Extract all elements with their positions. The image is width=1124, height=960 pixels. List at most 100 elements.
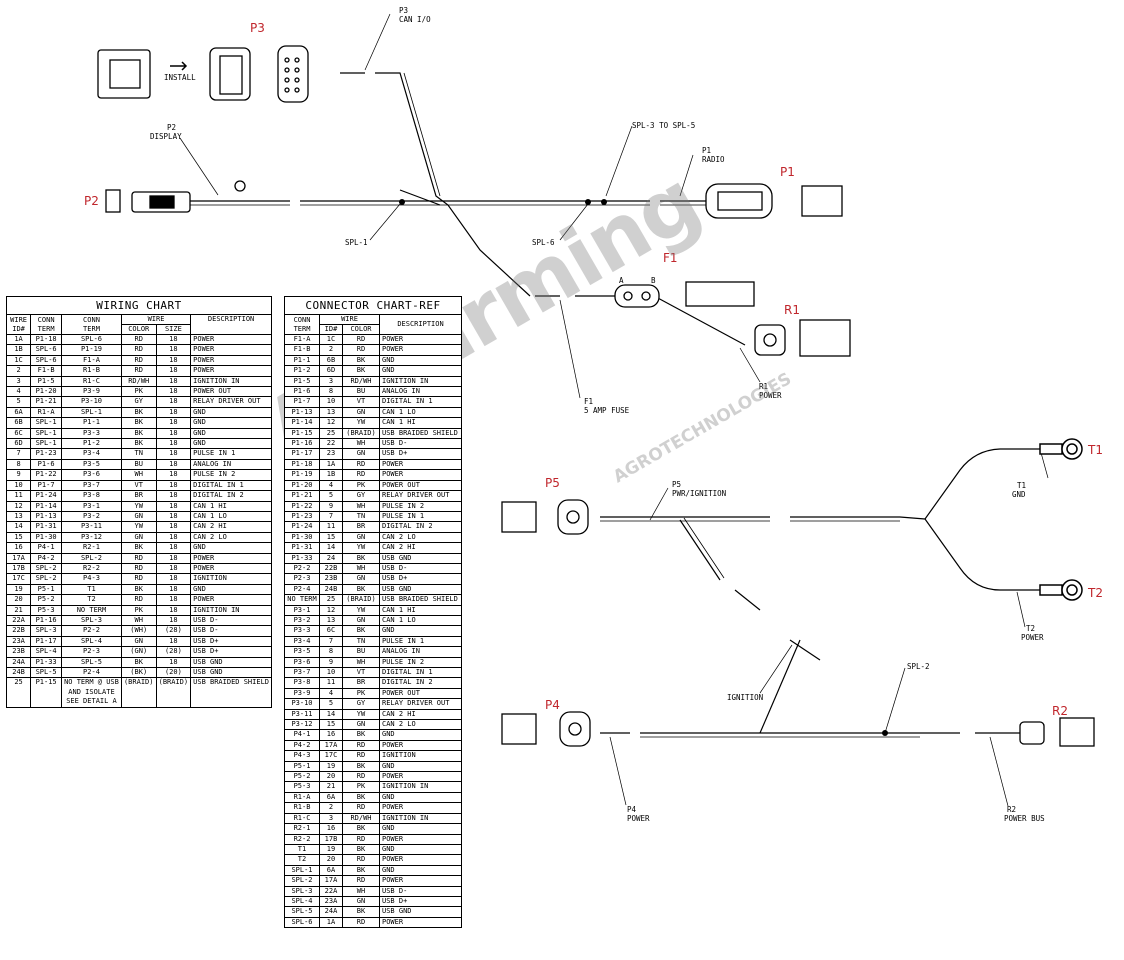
connector-cell-description: USB D- [379, 885, 462, 897]
wiring-cell-size: 18 [155, 333, 192, 346]
connector-cell-conn-term: R1-A [284, 791, 320, 804]
connector-cell-wire-id: 15 [319, 531, 343, 544]
wiring-cell-wire-id: 8 [5, 458, 32, 471]
connector-cell-color: BK [342, 354, 380, 367]
wiring-cell-conn-term-2: P1-2 [61, 438, 122, 450]
p4-callout-2: POWER [627, 814, 650, 823]
p2-callout-1: P2 [167, 123, 176, 132]
wiring-cell-conn-term-2: SPL-2 [61, 552, 122, 564]
wiring-cell-conn-term-2: NO TERM [61, 604, 122, 616]
wiring-cell-size: 18 [155, 344, 192, 356]
connector-cell-description: CAN 1 HI [379, 604, 462, 616]
connector-cell-wire-id: 20 [319, 771, 343, 783]
connector-cell-wire-id: 6D [319, 365, 343, 377]
wiring-cell-conn-term-1: SPL-2 [30, 573, 63, 585]
wiring-cell-conn-term-2: P3-10 [61, 396, 122, 408]
wiring-cell-color: RD [120, 344, 157, 356]
connector-cell-wire-id: 7 [319, 510, 343, 523]
wiring-cell-description: IGNITION IN [190, 604, 272, 616]
connector-cell-color: RD [342, 854, 380, 866]
connector-cell-wire-id: 23B [319, 573, 343, 585]
connector-cell-conn-term: P1-16 [284, 438, 320, 450]
connector-cell-wire-id: 5 [319, 698, 343, 710]
connector-cell-description: USB GND [379, 583, 462, 596]
connector-cell-color: (BRAID) [342, 594, 380, 606]
connector-cell-description: ANALOG IN [379, 646, 462, 658]
wiring-cell-conn-term-2: P3-12 [61, 531, 122, 544]
connector-cell-description: POWER [379, 833, 462, 845]
f1-a-label: A [619, 276, 624, 285]
r2-callout-2: POWER BUS [1004, 814, 1045, 823]
wiring-cell-description: GND [190, 542, 272, 554]
f1-callout-2: 5 AMP FUSE [584, 406, 630, 415]
connector-cell-wire-id: 14 [319, 708, 343, 721]
connector-cell-color: YW [342, 708, 380, 721]
wiring-cell-description: GND [190, 438, 272, 450]
connector-cell-wire-id: 2 [319, 344, 343, 356]
connector-cell-description: GND [379, 365, 462, 377]
connector-cell-conn-term: P1-21 [284, 490, 320, 502]
p3-connector-icon [97, 45, 309, 103]
wiring-cell-conn-term-2: P3-1 [61, 500, 122, 512]
wiring-cell-size: 18 [155, 542, 192, 554]
connector-cell-conn-term: P3-9 [284, 687, 320, 700]
connector-cell-conn-term: P5-2 [284, 771, 320, 783]
wiring-cell-conn-term-2: F1-A [61, 354, 122, 367]
connector-cell-description: USB BRAIDED SHIELD [379, 427, 462, 440]
wiring-header-conn1-1: CONN [37, 315, 55, 324]
conn-header-color: COLOR [342, 324, 380, 335]
connector-cell-description: USB BRAIDED SHIELD [379, 594, 462, 606]
connector-cell-description: GND [379, 843, 462, 856]
connector-cell-color: WH [342, 438, 380, 450]
connector-cell-description: POWER [379, 333, 462, 346]
wiring-cell-color: RD [120, 573, 157, 585]
wiring-cell-size: 18 [155, 500, 192, 512]
connector-cell-color: PK [342, 479, 380, 492]
wiring-cell-wire-id: 7 [5, 448, 32, 460]
wiring-cell-color: RD [120, 333, 157, 346]
t1-callout-2: GND [1012, 490, 1026, 499]
connector-cell-color: RD [342, 875, 380, 887]
wiring-cell-conn-term-1: SPL-1 [30, 417, 63, 429]
connector-cell-description: USB GND [379, 552, 462, 564]
connector-cell-description: POWER [379, 854, 462, 866]
connector-cell-conn-term: P3-1 [284, 604, 320, 616]
install-label: INSTALL [164, 73, 196, 82]
connector-cell-wire-id: 1C [319, 333, 343, 346]
p1-radio-connector-icon [705, 183, 843, 219]
f1-title: F1 [663, 251, 678, 265]
connector-cell-description: POWER [379, 469, 462, 481]
connector-cell-description: IGNITION IN [379, 375, 462, 388]
wiring-cell-description: USB GND [190, 666, 272, 679]
wiring-cell-conn-term-1: P1-21 [30, 396, 63, 408]
connector-cell-color: GN [342, 448, 380, 460]
wiring-cell-conn-term-1: F1-B [30, 365, 63, 377]
wiring-cell-conn-term-2: P1-1 [61, 417, 122, 429]
connector-cell-color: RD [342, 916, 380, 929]
connector-cell-wire-id: 25 [319, 594, 343, 606]
connector-cell-color: BK [342, 365, 380, 377]
connector-cell-conn-term: P3-4 [284, 635, 320, 648]
p1-title: P1 [780, 165, 795, 179]
connector-cell-wire-id: 22 [319, 438, 343, 450]
